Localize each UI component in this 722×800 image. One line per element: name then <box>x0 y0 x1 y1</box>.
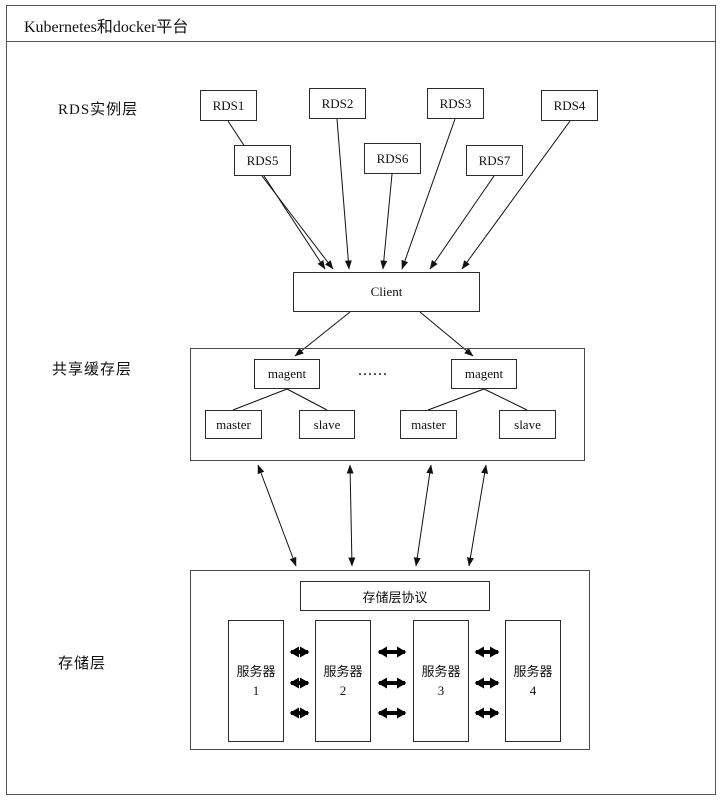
line-magent2-slave2 <box>483 388 528 411</box>
node-server-2: 服务器 2 <box>315 620 371 742</box>
layer-label-storage: 存储层 <box>58 656 107 672</box>
layer-label-rds: RDS实例层 <box>58 102 139 118</box>
line-magent1-slave1 <box>286 388 328 411</box>
node-rds6: RDS6 <box>364 143 421 174</box>
server-name: 服务器 <box>323 663 363 679</box>
arrow-rds3-client <box>401 118 456 270</box>
node-client: Client <box>293 272 480 312</box>
cache-ellipsis: ...... <box>358 362 388 379</box>
server-number: 4 <box>529 683 537 698</box>
arrow-rds2-client <box>336 118 352 270</box>
node-magent-1: magent <box>254 359 320 389</box>
node-server-3: 服务器 3 <box>413 620 469 742</box>
server-name: 服务器 <box>421 663 461 679</box>
node-rds5: RDS5 <box>234 145 291 176</box>
node-rds2: RDS2 <box>309 88 366 119</box>
storage-layer-box <box>190 570 590 750</box>
server-name: 服务器 <box>236 663 276 679</box>
line-magent1-master1 <box>232 388 288 411</box>
arrow-rds5-client <box>261 175 334 270</box>
node-server-1: 服务器 1 <box>228 620 284 742</box>
node-master-1: master <box>205 410 262 439</box>
node-rds1: RDS1 <box>200 90 257 121</box>
arrow-rds6-client <box>380 173 393 270</box>
outer-frame <box>6 5 716 795</box>
line-magent2-master2 <box>427 388 485 411</box>
cache-layer-box <box>190 348 585 461</box>
server-number: 1 <box>252 683 260 698</box>
server-number: 3 <box>437 683 445 698</box>
arrow-rds4-client <box>461 120 571 270</box>
node-slave-1: slave <box>299 410 355 439</box>
server-number: 2 <box>339 683 347 698</box>
node-master-2: master <box>400 410 457 439</box>
title-divider <box>6 41 716 42</box>
arrow-cache-storage-3 <box>413 464 434 567</box>
node-rds4: RDS4 <box>541 90 598 121</box>
server-name: 服务器 <box>513 663 553 679</box>
node-rds7: RDS7 <box>466 145 523 176</box>
diagram-title: Kubernetes和docker平台 <box>24 19 189 36</box>
arrow-rds7-client <box>429 175 495 270</box>
node-slave-2: slave <box>499 410 556 439</box>
node-rds3: RDS3 <box>427 88 484 119</box>
arrow-cache-storage-2 <box>346 464 356 567</box>
layer-label-cache: 共享缓存层 <box>52 362 133 378</box>
arrow-cache-storage-4 <box>466 464 489 567</box>
node-magent-2: magent <box>451 359 517 389</box>
node-storage-protocol: 存储层协议 <box>300 581 490 611</box>
node-server-4: 服务器 4 <box>505 620 561 742</box>
arrow-cache-storage-1 <box>257 464 297 567</box>
